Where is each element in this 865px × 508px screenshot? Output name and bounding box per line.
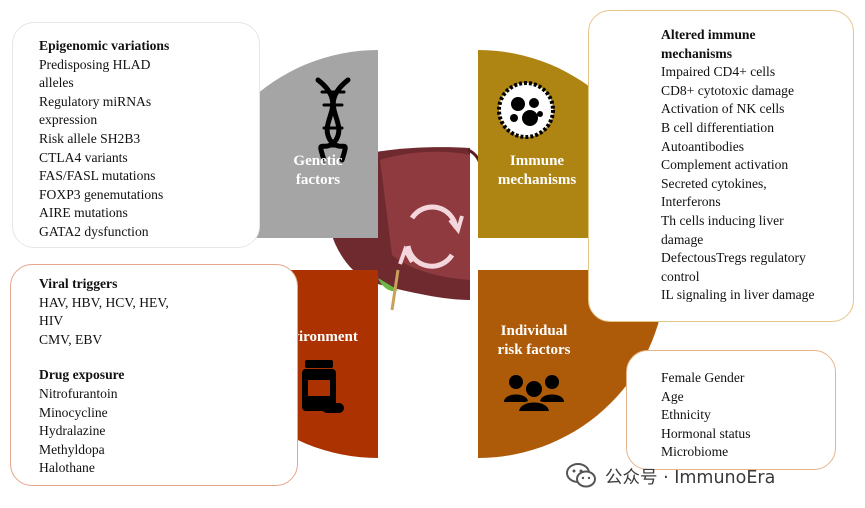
list-item: Microbiome [661, 444, 729, 460]
viral-triggers-title: Viral triggers [39, 276, 118, 291]
list-item: IL signaling in liver damage [661, 287, 815, 303]
list-item: HAV, HBV, HCV, HEV, [39, 294, 169, 310]
list-item: alleles [39, 75, 74, 91]
genetic-label-line1: Genetic [293, 153, 343, 169]
list-item: AIRE mutations [39, 205, 128, 221]
list-item: DefectousTregs regulatory [661, 250, 806, 266]
individual-box: Female Gender Age Ethnicity Hormonal sta… [626, 350, 836, 470]
list-item: Impaired CD4+ cells [661, 64, 776, 80]
pill-bottle-icon [302, 360, 344, 413]
list-item: control [661, 268, 700, 284]
immune-box: Altered immune mechanisms Impaired CD4+ … [588, 10, 854, 322]
list-item: CMV, EBV [39, 331, 103, 347]
list-item: Secreted cytokines, [661, 175, 767, 191]
list-item: damage [661, 231, 704, 247]
list-item: Th cells inducing liver [661, 212, 784, 228]
list-item: Hormonal status [661, 425, 751, 441]
environment-box: Viral triggers HAV, HBV, HCV, HEV, HIV C… [10, 264, 298, 486]
list-item: B cell differentiation [661, 119, 774, 135]
list-item: GATA2 dysfunction [39, 223, 149, 239]
list-item: Female Gender [661, 370, 745, 385]
list-item: Ethnicity [661, 407, 711, 423]
list-item: Risk allele SH2B3 [39, 130, 141, 146]
list-item: Predisposing HLAD [39, 56, 151, 72]
genetic-label-line2: factors [295, 172, 341, 188]
list-item: Minocycline [39, 404, 108, 420]
list-item: CTLA4 variants [39, 149, 128, 165]
list-item: Activation of NK cells [661, 101, 785, 117]
immune-label-line2: mechanisms [497, 172, 577, 188]
list-item: Halothane [39, 460, 95, 476]
list-item: Methyldopa [39, 441, 105, 457]
immune-cell-icon [497, 81, 555, 139]
list-item: Complement activation [661, 157, 789, 173]
list-item: Hydralazine [39, 423, 106, 439]
genetic-box-title: Epigenomic variations [39, 38, 170, 53]
list-item: FOXP3 genemutations [39, 186, 164, 202]
cycle-arrows-icon [398, 204, 464, 269]
individual-label: Individual risk factors [484, 322, 584, 360]
immune-label-line1: Immune [509, 153, 565, 169]
drug-exposure-title: Drug exposure [39, 367, 125, 383]
immune-box-title-line1: Altered immune [661, 27, 756, 42]
list-item: Age [661, 388, 684, 404]
list-item: FAS/FASL mutations [39, 168, 156, 184]
genetic-label: Genetic factors [268, 152, 368, 190]
immune-box-title-line2: mechanisms [661, 45, 732, 61]
watermark-text: 公众号 · ImmunoEra [605, 467, 776, 488]
individual-label-line2: risk factors [497, 342, 571, 358]
wechat-icon [566, 463, 596, 488]
immune-label: Immune mechanisms [482, 152, 592, 190]
list-item: Interferons [661, 194, 721, 210]
people-group-icon [504, 375, 564, 413]
dna-icon [315, 77, 351, 163]
list-item: CD8+ cytotoxic damage [661, 82, 794, 98]
list-item: expression [39, 112, 98, 128]
individual-label-line1: Individual [500, 323, 568, 339]
watermark: 公众号 · ImmunoEra [565, 462, 775, 490]
genetic-box: Epigenomic variations Predisposing HLAD … [12, 22, 260, 248]
list-item: Regulatory miRNAs [39, 93, 152, 109]
list-item: HIV [39, 313, 64, 329]
list-item: Nitrofurantoin [39, 385, 118, 401]
list-item: Autoantibodies [661, 138, 745, 154]
